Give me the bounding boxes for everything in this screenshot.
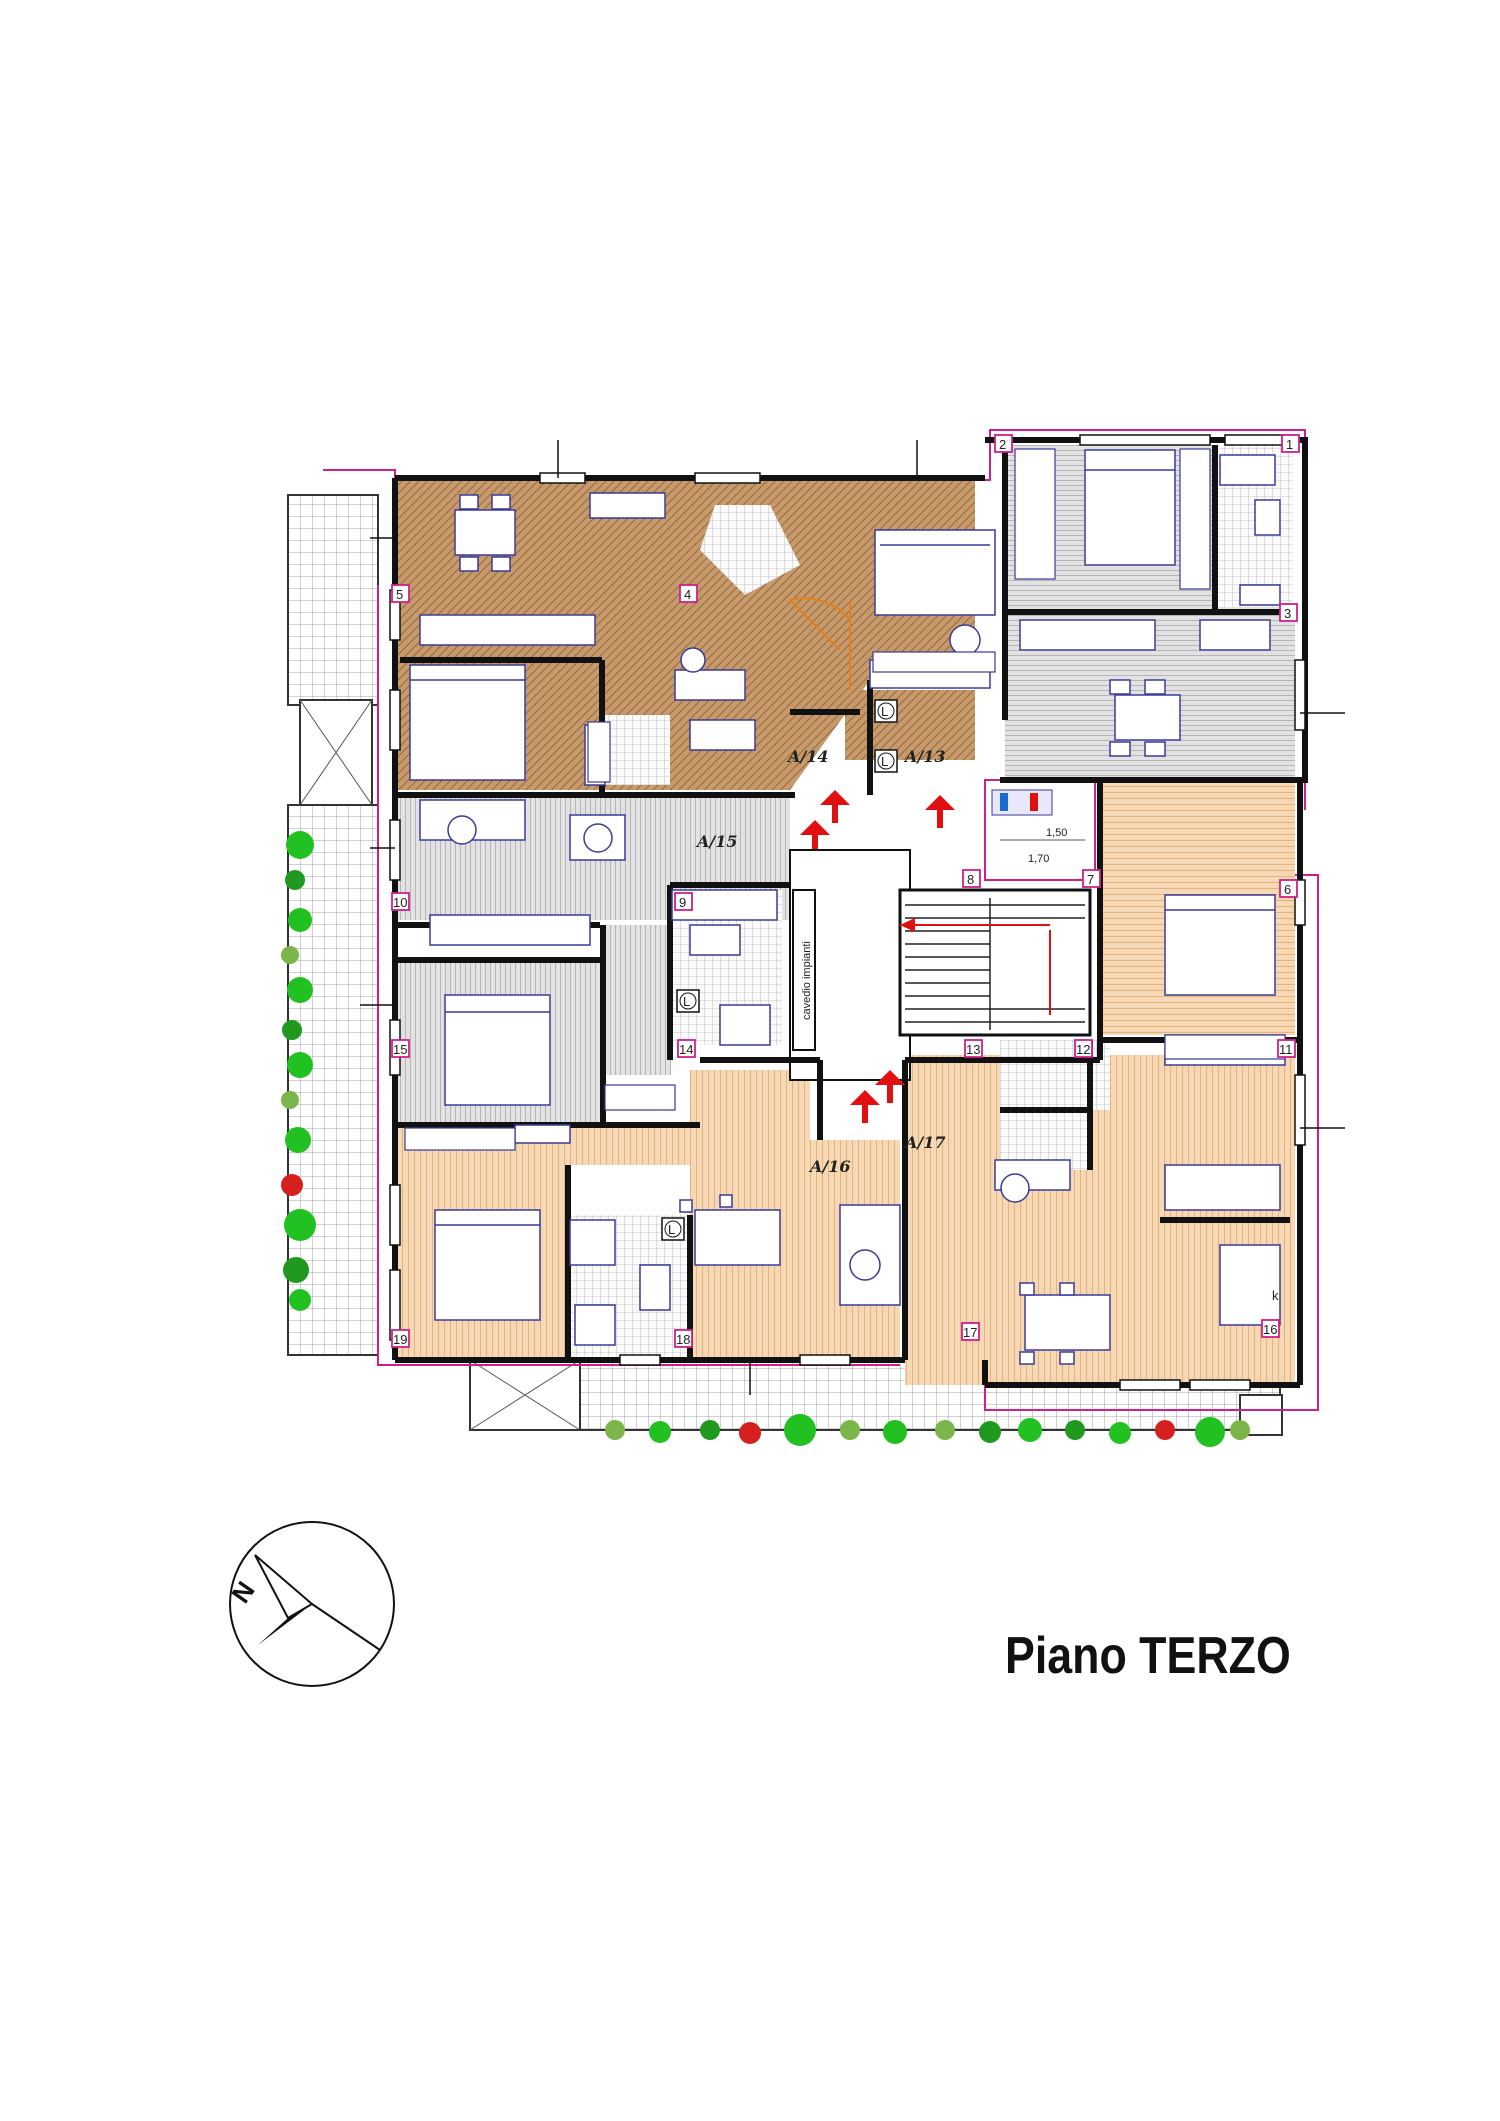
unit-label-a16: A/16 [808,1157,851,1176]
point-label-18: 18 [676,1332,690,1347]
section-markers [360,440,1345,1395]
laundry-mark-3: L [683,994,690,1009]
point-label-13: 13 [966,1042,980,1057]
shaft-label: cavedio impianti [801,941,813,1020]
plants-south [605,1414,1250,1447]
point-label-7: 7 [1087,872,1094,887]
compass: N [225,1521,395,1687]
dimension-2: 1,70 [1028,853,1049,865]
point-label-1: 1 [1286,437,1293,452]
point-markers [391,434,1300,1348]
point-label-17: 17 [963,1325,977,1340]
floor-title: Piano TERZO [1005,1627,1291,1685]
laundry-markers: L L L L [661,699,898,1241]
plants-west [281,831,316,1311]
point-label-4: 4 [684,587,691,602]
dimension-1: 1,50 [1046,827,1067,839]
unit-label-a17: A/17 [903,1133,946,1152]
point-label-15: 15 [393,1042,407,1057]
point-label-5: 5 [396,587,403,602]
unit-label-a14: A/14 [786,747,829,766]
terrace-west [287,494,379,1356]
point-label-10: 10 [393,895,407,910]
point-label-16: 16 [1263,1322,1277,1337]
unit-label-a13: A/13 [903,747,946,766]
point-label-9: 9 [679,895,686,910]
point-label-2: 2 [999,437,1006,452]
point-labels: 1 2 3 4 5 6 7 8 9 10 11 12 13 14 15 16 1… [393,437,1293,1347]
laundry-mark-2: L [881,754,888,769]
point-label-8: 8 [967,872,974,887]
laundry-mark-4: L [668,1222,675,1237]
laundry-mark-1: L [881,704,888,719]
doors [789,597,851,690]
closets [404,448,1286,1151]
point-label-3: 3 [1284,606,1291,621]
unit-label-a15: A/15 [695,832,738,851]
point-label-19: 19 [393,1332,407,1347]
kitchen-mark: k [1272,1288,1279,1303]
point-label-12: 12 [1076,1042,1090,1057]
furniture [409,449,1286,1365]
building-boundary [323,429,1319,1411]
point-label-14: 14 [679,1042,693,1057]
entrance-arrows [800,790,955,1123]
point-label-6: 6 [1284,882,1291,897]
elevator: 1,50 1,70 [984,779,1096,881]
point-label-11: 11 [1279,1042,1293,1057]
shaft: cavedio impianti [792,889,816,1051]
unit-labels: A/14 A/13 A/15 A/16 A/17 [695,747,946,1176]
